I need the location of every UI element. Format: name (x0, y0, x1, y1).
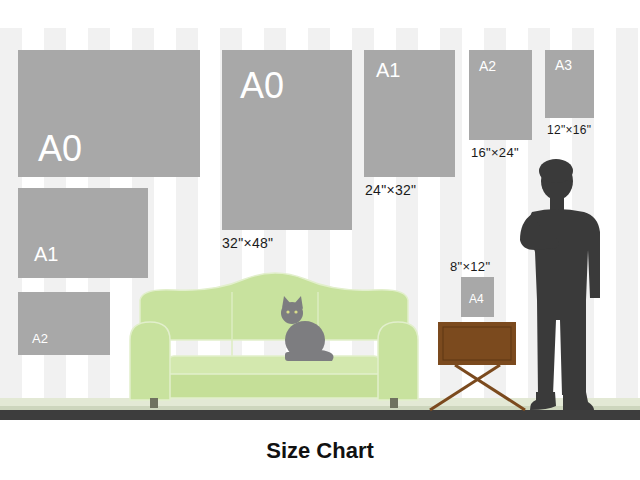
poster-size-box: A0 (18, 50, 200, 177)
table-leg (430, 365, 500, 410)
size-label: A0 (38, 131, 82, 167)
poster-size-box: A1 (18, 188, 148, 278)
sofa-cushion-line (231, 292, 233, 356)
cat-ear (282, 296, 291, 308)
dimension-label: 8"×12" (450, 260, 490, 273)
cat-eye (294, 310, 297, 313)
person-foot (530, 392, 556, 410)
cat-ear (294, 296, 303, 309)
dimension-label: 12"×16" (547, 124, 591, 136)
size-label: A2 (479, 59, 496, 73)
floor-band (0, 410, 640, 420)
sofa-leg (390, 398, 398, 408)
size-label: A0 (240, 68, 284, 104)
poster-size-box: A032"×48" (222, 50, 352, 230)
dimension-label: 16"×24" (471, 146, 519, 159)
size-label: A1 (376, 60, 400, 80)
person-arm (520, 214, 559, 250)
sofa (130, 273, 418, 408)
sofa-back (140, 273, 408, 340)
striped-wall (0, 28, 640, 398)
size-label: A4 (469, 293, 484, 305)
side-table (430, 322, 525, 410)
cat (281, 296, 334, 361)
sofa-leg (150, 398, 158, 408)
sofa-arm (378, 322, 418, 400)
table-drawer (443, 327, 511, 360)
cat-paws (285, 352, 325, 361)
sofa-seat (168, 356, 380, 376)
cat-eye (286, 310, 289, 313)
dimension-label: 32"×48" (222, 236, 273, 250)
person-hair (539, 159, 573, 183)
poster-size-box: A2 (18, 292, 110, 355)
poster-size-box: A216"×24" (469, 50, 532, 140)
size-label: A2 (32, 332, 48, 345)
poster-size-box: A124"×32" (364, 50, 455, 177)
size-label: A1 (34, 244, 58, 264)
person-foot (563, 392, 594, 410)
sofa-base (160, 374, 388, 398)
chart-caption: Size Chart (0, 438, 640, 464)
poster-size-box: A48"×12" (461, 277, 494, 317)
sofa-arm (130, 322, 170, 400)
poster-size-box: A312"×16" (545, 50, 594, 118)
person-silhouette (520, 159, 600, 410)
dimension-label: 24"×32" (365, 183, 416, 197)
size-label: A3 (555, 58, 572, 72)
table-top (438, 322, 516, 365)
